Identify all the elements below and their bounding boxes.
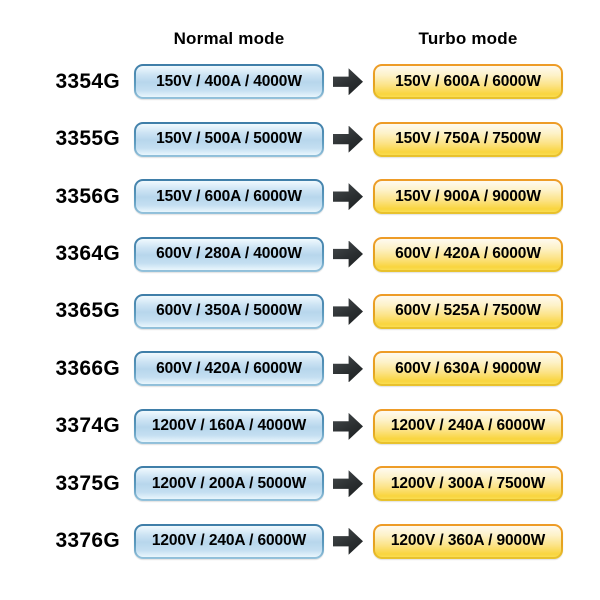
spec-row-3374g: 3374G 1200V / 160A / 4000W 1200V / 240A … <box>0 398 600 455</box>
right-arrow-icon <box>333 527 363 555</box>
right-arrow-icon <box>333 297 363 325</box>
normal-mode-value: 600V / 280A / 4000W <box>136 238 322 270</box>
spec-rows: 3354G 150V / 400A / 4000W 150V / 600A / … <box>0 53 600 570</box>
normal-mode-badge: 1200V / 200A / 5000W <box>134 466 324 502</box>
turbo-mode-badge: 150V / 600A / 6000W <box>373 64 563 100</box>
model-label: 3364G <box>55 242 120 266</box>
model-label: 3354G <box>55 69 120 93</box>
normal-mode-value: 1200V / 240A / 6000W <box>136 525 322 557</box>
column-headers: Normal mode Turbo mode <box>0 29 600 49</box>
normal-mode-value: 1200V / 200A / 5000W <box>136 468 322 500</box>
turbo-mode-value: 600V / 525A / 7500W <box>375 295 561 327</box>
right-arrow-icon <box>333 470 363 498</box>
spec-row-3365g: 3365G 600V / 350A / 5000W 600V / 525A / … <box>0 283 600 340</box>
turbo-mode-badge: 600V / 525A / 7500W <box>373 293 563 329</box>
spec-row-3376g: 3376G 1200V / 240A / 6000W 1200V / 360A … <box>0 513 600 570</box>
spec-row-3355g: 3355G 150V / 500A / 5000W 150V / 750A / … <box>0 110 600 167</box>
normal-mode-value: 150V / 600A / 6000W <box>136 181 322 213</box>
right-arrow-icon <box>333 183 363 211</box>
turbo-mode-badge: 150V / 900A / 9000W <box>373 179 563 215</box>
normal-mode-badge: 150V / 600A / 6000W <box>134 179 324 215</box>
spec-row-3366g: 3366G 600V / 420A / 6000W 600V / 630A / … <box>0 340 600 397</box>
normal-mode-badge: 150V / 500A / 5000W <box>134 121 324 157</box>
normal-mode-badge: 600V / 280A / 4000W <box>134 236 324 272</box>
normal-mode-header: Normal mode <box>173 29 285 48</box>
normal-mode-value: 1200V / 160A / 4000W <box>136 410 322 442</box>
turbo-mode-badge: 600V / 420A / 6000W <box>373 236 563 272</box>
turbo-mode-value: 1200V / 300A / 7500W <box>375 468 561 500</box>
model-label: 3356G <box>55 184 120 208</box>
model-label: 3365G <box>55 299 120 323</box>
spec-row-3356g: 3356G 150V / 600A / 6000W 150V / 900A / … <box>0 168 600 225</box>
turbo-mode-badge: 1200V / 240A / 6000W <box>373 408 563 444</box>
normal-mode-badge: 150V / 400A / 4000W <box>134 64 324 100</box>
right-arrow-icon <box>333 355 363 383</box>
model-label: 3374G <box>55 414 120 438</box>
model-label: 3366G <box>55 356 120 380</box>
normal-mode-badge: 1200V / 160A / 4000W <box>134 408 324 444</box>
turbo-mode-badge: 150V / 750A / 7500W <box>373 121 563 157</box>
normal-mode-value: 600V / 350A / 5000W <box>136 295 322 327</box>
model-label: 3376G <box>55 529 120 553</box>
turbo-mode-value: 600V / 630A / 9000W <box>375 353 561 385</box>
normal-mode-value: 600V / 420A / 6000W <box>136 353 322 385</box>
right-arrow-icon <box>333 68 363 96</box>
right-arrow-icon <box>333 240 363 268</box>
normal-mode-badge: 600V / 350A / 5000W <box>134 293 324 329</box>
model-label: 3355G <box>55 127 120 151</box>
turbo-mode-value: 600V / 420A / 6000W <box>375 238 561 270</box>
right-arrow-icon <box>333 412 363 440</box>
spec-row-3364g: 3364G 600V / 280A / 4000W 600V / 420A / … <box>0 225 600 282</box>
turbo-mode-badge: 1200V / 300A / 7500W <box>373 466 563 502</box>
turbo-mode-badge: 600V / 630A / 9000W <box>373 351 563 387</box>
normal-mode-badge: 600V / 420A / 6000W <box>134 351 324 387</box>
normal-mode-value: 150V / 500A / 5000W <box>136 123 322 155</box>
turbo-mode-value: 1200V / 360A / 9000W <box>375 525 561 557</box>
turbo-mode-value: 1200V / 240A / 6000W <box>375 410 561 442</box>
right-arrow-icon <box>333 125 363 153</box>
spec-row-3375g: 3375G 1200V / 200A / 5000W 1200V / 300A … <box>0 455 600 512</box>
normal-mode-badge: 1200V / 240A / 6000W <box>134 523 324 559</box>
turbo-mode-badge: 1200V / 360A / 9000W <box>373 523 563 559</box>
turbo-mode-header: Turbo mode <box>418 29 518 48</box>
spec-row-3354g: 3354G 150V / 400A / 4000W 150V / 600A / … <box>0 53 600 110</box>
turbo-mode-value: 150V / 600A / 6000W <box>375 66 561 98</box>
turbo-mode-value: 150V / 900A / 9000W <box>375 181 561 213</box>
turbo-mode-value: 150V / 750A / 7500W <box>375 123 561 155</box>
model-label: 3375G <box>55 471 120 495</box>
normal-mode-value: 150V / 400A / 4000W <box>136 66 322 98</box>
